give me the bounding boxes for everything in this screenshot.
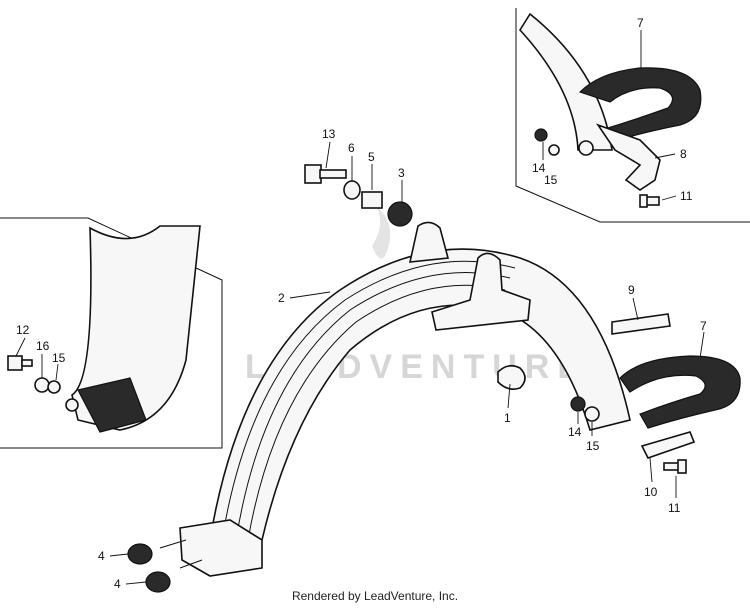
callout-1: 1: [504, 411, 511, 425]
callout-4-upper: 4: [98, 549, 105, 563]
callout-15-lower: 15: [586, 439, 600, 453]
callout-15-left: 15: [52, 351, 66, 365]
callout-9: 9: [628, 283, 635, 297]
callout-13: 13: [322, 127, 336, 141]
callout-8: 8: [680, 147, 687, 161]
inset-top-right: [515, 8, 750, 223]
callout-7-upper: 7: [637, 16, 644, 30]
footer-credit: Rendered by LeadVenture, Inc.: [291, 589, 459, 603]
leader-lines: [15, 30, 705, 585]
bracket-9: [611, 313, 671, 335]
grab-rail: [619, 355, 741, 429]
bracket-10: [640, 431, 696, 459]
callout-3: 3: [398, 166, 405, 180]
rear-fender: [159, 221, 631, 577]
inset-left: [0, 217, 223, 449]
callout-labels: 13 6 5 3 2 1 9 7 7 8 14 15 11 14 15 10 1…: [16, 16, 707, 591]
callout-14-lower: 14: [568, 425, 582, 439]
nut-washer-right: [570, 396, 600, 422]
callout-2: 2: [278, 291, 285, 305]
callout-6: 6: [348, 141, 355, 155]
callout-10: 10: [644, 485, 658, 499]
cap-nuts-4: [127, 543, 171, 593]
callout-14-upper: 14: [532, 161, 546, 175]
callout-4-lower: 4: [114, 577, 121, 591]
callout-16: 16: [36, 339, 50, 353]
hardware-stack: [304, 164, 413, 227]
callout-11-upper: 11: [680, 189, 693, 203]
bolt-11: [663, 459, 687, 474]
grommet-1: [497, 364, 526, 390]
callout-11-lower: 11: [668, 501, 681, 515]
callout-5: 5: [368, 150, 375, 164]
callout-12: 12: [16, 323, 30, 337]
callout-7-lower: 7: [700, 319, 707, 333]
callout-15-upper: 15: [544, 173, 558, 187]
